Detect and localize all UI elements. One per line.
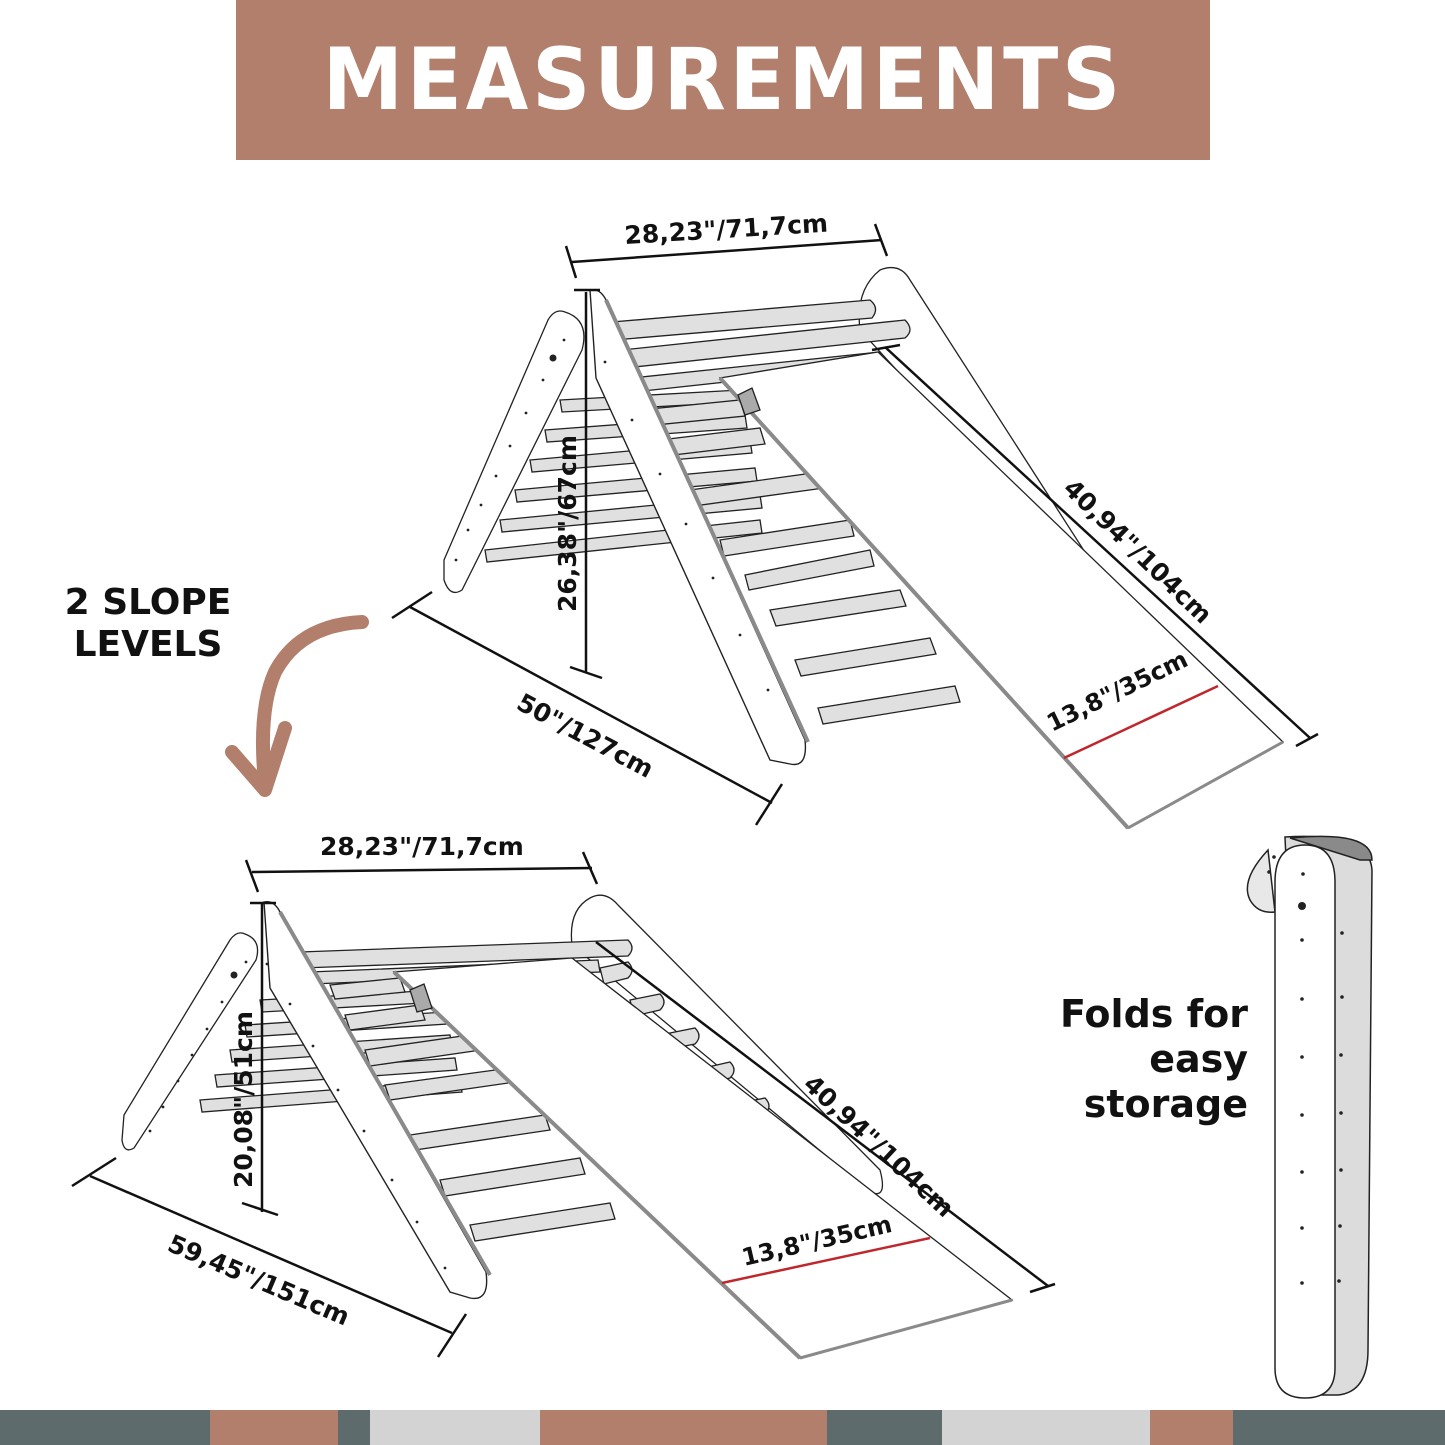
footer-stripe [827,1410,942,1445]
slope-levels-callout: 2 SLOPE LEVELS [58,582,238,667]
footer-stripe [370,1410,540,1445]
storage-line-2: easy [1149,1036,1248,1081]
width-label-low: 28,23"/71,7cm [320,832,524,861]
footer-stripe [210,1410,338,1445]
height-label-low: 20,08"/51cm [229,1011,258,1188]
ramp-width-line-low [721,1236,931,1285]
folded-storage-illustration [1246,835,1373,1399]
footer-color-stripes [0,1410,1445,1445]
dimensions-high [391,223,1319,826]
height-label-high: 26,38"/67cm [553,435,582,612]
title-banner: MEASUREMENTS [236,0,1210,160]
footer-stripe [338,1410,370,1445]
footer-stripe [1150,1410,1233,1445]
storage-line-1: Folds for [1060,992,1248,1036]
dimensions-low [71,851,1056,1358]
ramp-width-line-high [1063,684,1219,760]
curved-arrow-icon [225,615,369,797]
footer-stripe [1233,1410,1445,1445]
width-label-high: 28,23"/71,7cm [624,209,829,250]
footprint-label-low: 59,45"/151cm [164,1229,354,1332]
triangle-high-illustration [443,266,1285,830]
footer-stripe [540,1410,827,1445]
storage-line-3: storage [1083,1081,1248,1126]
footer-stripe [942,1410,1150,1445]
slope-levels-line-2: LEVELS [73,624,223,666]
slope-levels-line-1: 2 SLOPE [64,582,232,623]
page-title: MEASUREMENTS [322,30,1124,130]
footer-stripe [0,1410,210,1445]
triangle-low-illustration [121,894,1014,1360]
storage-callout: Folds for easy storage [1040,992,1248,1126]
